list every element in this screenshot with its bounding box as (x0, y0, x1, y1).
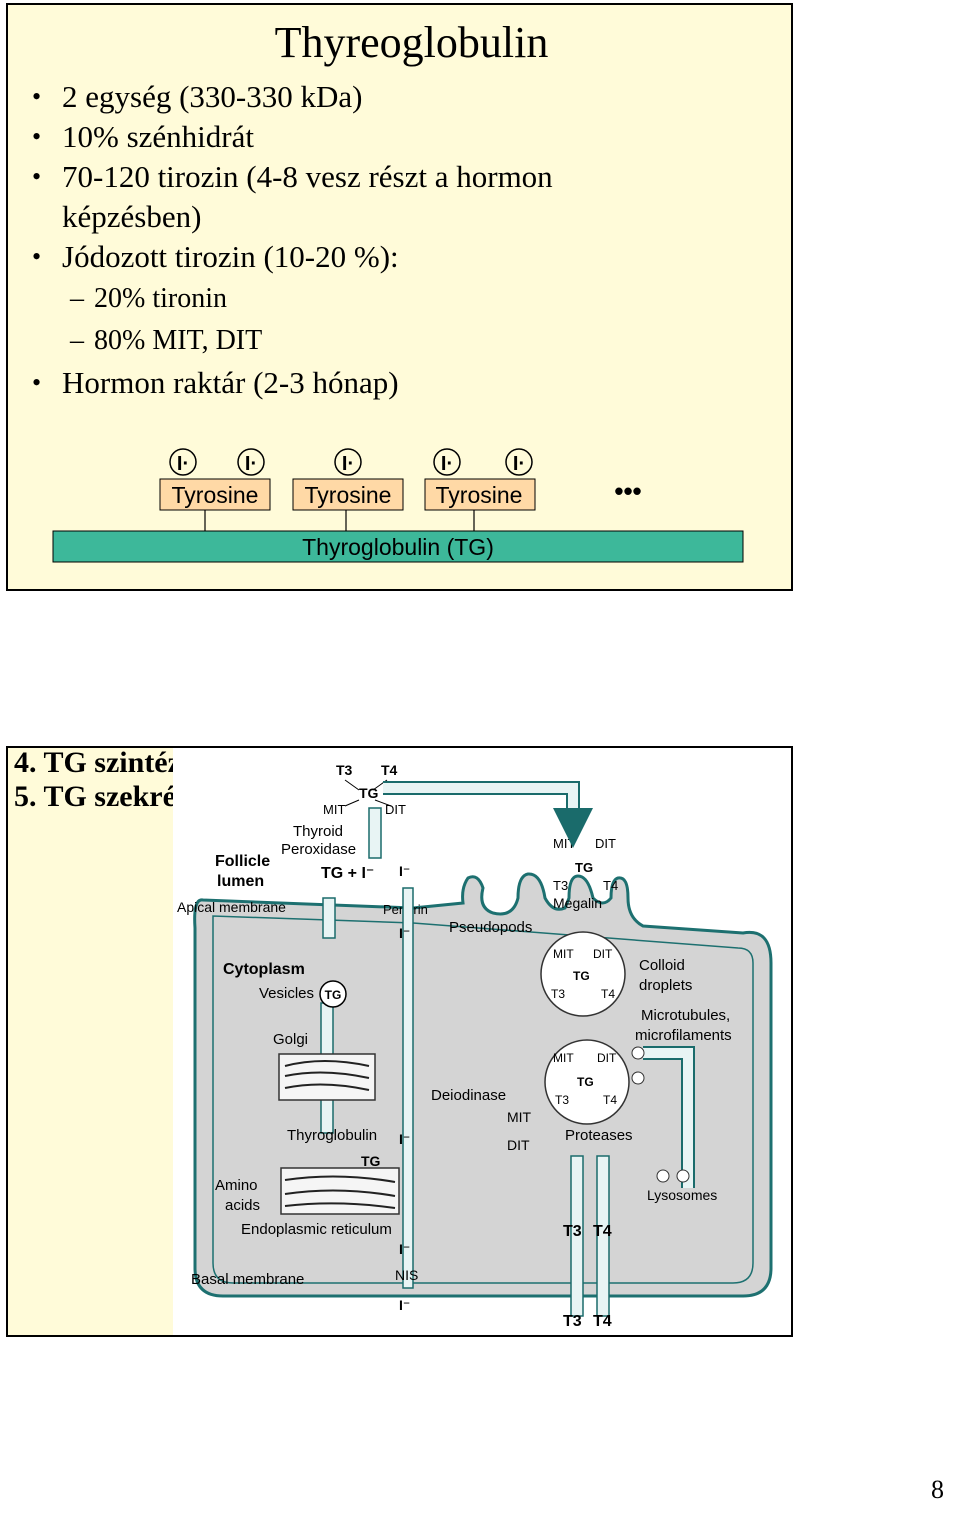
slide-thyreoglobulin: Thyreoglobulin 2 egység (330-330 kDa) 10… (6, 3, 793, 591)
vesicle-tg-label: TG (325, 988, 342, 1002)
colloid-droplet (540, 931, 626, 1017)
amino-acids-label-2: acids (225, 1197, 260, 1214)
t4-label: T4 (593, 1223, 612, 1240)
slide-title: Thyreoglobulin (274, 18, 549, 67)
iodide-label: I⁻ (399, 1131, 410, 1147)
subbullet-item: 80% MIT, DIT (30, 321, 662, 361)
follicle-lumen-label-2: lumen (217, 873, 264, 890)
iodine-label: I· (441, 453, 453, 475)
droplet2-tg: TG (577, 1075, 594, 1089)
lysosomes-label: Lysosomes (647, 1187, 717, 1203)
thyroid-peroxidase-label: Thyroid (293, 823, 343, 840)
thyroid-cell-figure: T3 T4 TG MIT DIT Thyroid Peroxidase Foll… (173, 748, 791, 1335)
er-label: Endoplasmic reticulum (241, 1221, 392, 1238)
t4-top-label: T4 (381, 762, 398, 778)
pseudopods-label: Pseudopods (449, 919, 532, 936)
iodide-label: I⁻ (399, 863, 410, 879)
amino-acids-label: Amino (215, 1177, 258, 1194)
ellipsis-marker: ••• (614, 476, 641, 506)
microtubules-label-2: microfilaments (635, 1027, 732, 1044)
basal-membrane-label: Basal membrane (191, 1271, 304, 1288)
droplet2-t3: T3 (555, 1093, 569, 1107)
bullet-list: 2 egység (330-330 kDa) 10% szénhidrát 70… (30, 77, 662, 403)
droplet-t4: T4 (601, 987, 615, 1001)
droplet2-mit: MIT (553, 1051, 574, 1065)
top-right-t4: T4 (603, 878, 618, 893)
iodine-label: I· (342, 453, 354, 475)
t3-label: T3 (563, 1223, 582, 1240)
follicle-lumen-label: Follicle (215, 853, 270, 870)
page-number: 8 (931, 1475, 944, 1504)
iodine-label: I· (177, 453, 189, 475)
droplet2-dit: DIT (597, 1051, 617, 1065)
subbullet-item: 20% tironin (30, 277, 662, 321)
iodide-label: I⁻ (399, 1241, 410, 1257)
droplet2-t4: T4 (603, 1093, 617, 1107)
tg-plus-iodide-label: TG + I⁻ (321, 865, 374, 882)
top-right-t3: T3 (553, 878, 568, 893)
microtubules-label: Microtubules, (641, 1007, 730, 1024)
iodide-label: I⁻ (399, 925, 410, 941)
er-tg-label: TG (361, 1153, 381, 1169)
colloid-droplet (544, 1039, 630, 1125)
bullet-item: 2 egység (330-330 kDa) (30, 77, 662, 117)
mit-label: MIT (507, 1109, 532, 1125)
t3-top-label: T3 (336, 762, 353, 778)
golgi-label: Golgi (273, 1031, 308, 1048)
tyrosine-label: Tyrosine (172, 482, 259, 508)
droplet-tg: TG (573, 969, 590, 983)
bullet-item: Jódozott tirozin (10-20 %): (30, 237, 662, 277)
droplet-t3: T3 (551, 987, 565, 1001)
thyroid-peroxidase-label-2: Peroxidase (281, 841, 356, 858)
bullet-item: 10% szénhidrát (30, 117, 662, 157)
top-right-mit: MIT (553, 836, 575, 851)
bullet-item: Hormon raktár (2-3 hónap) (30, 363, 662, 403)
iodine-label: I· (513, 453, 525, 475)
droplet-mit: MIT (553, 947, 574, 961)
vesicles-label: Vesicles (259, 985, 314, 1002)
droplet-dit: DIT (593, 947, 613, 961)
iodine-markers: I· I· I· I· I· (169, 448, 533, 476)
top-right-tg: TG (575, 860, 593, 875)
apical-membrane-label: Apical membrane (177, 899, 286, 915)
deiodinase-label: Deiodinase (431, 1087, 506, 1104)
thyroglobulin-backbone (52, 530, 744, 563)
backbone-label: Thyroglobulin (TG) (302, 534, 494, 560)
cytoplasm-label: Cytoplasm (223, 961, 305, 978)
bullet-item: 70-120 tirozin (4-8 vesz részt a hormon … (30, 157, 662, 237)
tyrosine-boxes: Tyrosine Tyrosine Tyrosine (159, 478, 536, 531)
tyrosine-diagram: I· I· I· I· I· Tyrosine Tyrosine Tyrosin… (52, 448, 744, 563)
dit-top-label: DIT (385, 802, 406, 817)
mit-top-label: MIT (323, 802, 345, 817)
tyrosine-label: Tyrosine (436, 482, 523, 508)
t4-out-label: T4 (593, 1313, 612, 1330)
tyrosine-label: Tyrosine (305, 482, 392, 508)
dit-label: DIT (507, 1137, 530, 1153)
tg-top-label: TG (359, 785, 379, 801)
colloid-droplets-label-2: droplets (639, 977, 692, 994)
iodine-label: I· (245, 453, 257, 475)
colloid-droplets-label: Colloid (639, 957, 685, 974)
top-right-dit: DIT (595, 836, 616, 851)
thyroglobulin-label: Thyroglobulin (287, 1127, 377, 1144)
nis-label: NIS (395, 1267, 418, 1283)
iodide-label: I⁻ (399, 1297, 410, 1313)
t3-out-label: T3 (563, 1313, 582, 1330)
proteases-label: Proteases (565, 1127, 633, 1144)
slide-tg-synthesis: 4. TG szintézis, 5. TG szekréció T3 T4 T… (6, 746, 793, 1337)
megalin-label: Megalin (553, 895, 602, 911)
